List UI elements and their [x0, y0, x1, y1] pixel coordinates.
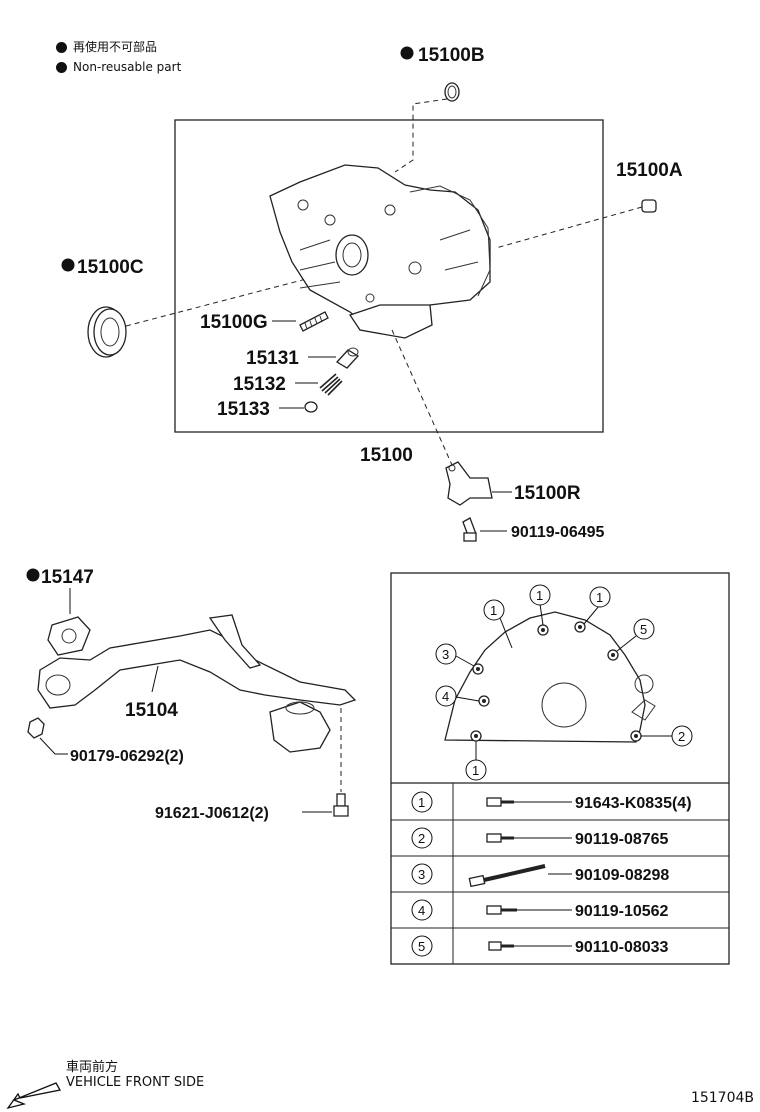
table-row[interactable]: 2 90119-08765 — [411, 827, 669, 849]
svg-text:1: 1 — [536, 588, 543, 603]
stud-15100g[interactable]: 15100G — [200, 311, 329, 333]
table-row-part: 90109-08298 — [575, 867, 669, 884]
table-row-num: 4 — [418, 903, 425, 918]
oil-seal-15100c[interactable]: 15100C — [61, 257, 144, 358]
svg-text:1: 1 — [596, 590, 603, 605]
callout-4: 4 — [435, 685, 480, 707]
pin-15100a[interactable]: 15100A — [616, 160, 683, 213]
table-row-part: 90119-10562 — [575, 903, 669, 920]
legend-row-english: Non-reusable part — [56, 57, 181, 77]
label-15131: 15131 — [246, 348, 299, 369]
label-15100b: 15100B — [418, 45, 485, 66]
svg-text:5: 5 — [640, 622, 647, 637]
label-15147: 15147 — [41, 567, 94, 588]
table-row-num: 5 — [418, 939, 425, 954]
label-90179-06292: 90179-06292(2) — [70, 748, 184, 765]
label-15132: 15132 — [233, 374, 286, 395]
spring-15132[interactable]: 15132 — [233, 373, 343, 396]
legend-row-japanese: 再使用不可部品 — [56, 37, 181, 57]
callout-1-a: 1 — [483, 599, 513, 649]
table-row[interactable]: 1 91643-K0835(4) — [411, 791, 692, 813]
callout-1-c: 1 — [583, 586, 611, 625]
vehicle-front-label-english: VEHICLE FRONT SIDE — [66, 1075, 205, 1090]
nut-90179-06292[interactable]: 90179-06292(2) — [27, 717, 184, 765]
svg-text:1: 1 — [472, 763, 479, 778]
table-row-num: 1 — [418, 795, 425, 810]
label-15104: 15104 — [125, 700, 178, 721]
bolt-table: 1 91643-K0835(4) 2 90119-08765 3 90109-0… — [391, 783, 729, 964]
label-15100g: 15100G — [200, 312, 268, 333]
svg-text:1: 1 — [490, 603, 497, 618]
legend: 再使用不可部品 Non-reusable part — [56, 37, 181, 77]
relief-valve-15131[interactable]: 15131 — [246, 347, 360, 369]
vehicle-front-arrow-icon — [6, 1082, 62, 1110]
table-row-num: 2 — [418, 831, 425, 846]
callout-3: 3 — [435, 643, 475, 667]
bolt-91621-j0612[interactable]: 91621-J0612(2) — [155, 793, 349, 822]
sensor-15100r[interactable]: 15100R — [445, 461, 581, 506]
svg-text:2: 2 — [678, 729, 685, 744]
table-row-num: 3 — [418, 867, 425, 882]
bolt-90119-06495[interactable]: 90119-06495 — [462, 517, 605, 542]
label-15133: 15133 — [217, 399, 270, 420]
non-reusable-dot-icon — [56, 41, 67, 53]
table-row-part: 90110-08033 — [575, 939, 669, 956]
strainer-15104[interactable]: 15104 — [37, 614, 357, 753]
label-15100: 15100 — [360, 445, 413, 466]
table-row-part: 91643-K0835(4) — [575, 795, 692, 812]
table-row[interactable]: 3 90109-08298 — [411, 863, 669, 888]
table-row-part: 90119-08765 — [575, 831, 669, 848]
label-90119-06495: 90119-06495 — [511, 524, 605, 541]
bolt-location-box — [390, 572, 730, 965]
non-reusable-dot-icon — [56, 61, 67, 73]
label-15100c: 15100C — [77, 257, 144, 278]
table-row[interactable]: 5 90110-08033 — [411, 935, 669, 957]
oil-pump-body-illustration — [269, 164, 491, 339]
svg-text:4: 4 — [442, 689, 449, 704]
label-15100a: 15100A — [616, 160, 683, 181]
o-ring-15100b[interactable]: 15100B — [400, 45, 485, 102]
diagram-id: 151704B — [690, 1090, 754, 1106]
callout-2: 2 — [641, 725, 693, 747]
assembly-box-15100 — [174, 119, 604, 433]
label-91621-j0612: 91621-J0612(2) — [155, 805, 269, 822]
callout-5: 5 — [616, 618, 655, 652]
callout-1-b: 1 — [529, 584, 551, 626]
svg-text:3: 3 — [442, 647, 449, 662]
legend-english-label: Non-reusable part — [73, 60, 182, 74]
table-row[interactable]: 4 90119-10562 — [411, 899, 669, 921]
gasket-15147[interactable]: 15147 — [26, 567, 94, 656]
callout-1-d: 1 — [465, 741, 487, 781]
label-15100r: 15100R — [514, 483, 581, 504]
plug-15133[interactable]: 15133 — [217, 399, 318, 420]
vehicle-front-label-japanese: 車両前方 — [66, 1060, 119, 1075]
legend-japanese-label: 再使用不可部品 — [73, 40, 158, 54]
